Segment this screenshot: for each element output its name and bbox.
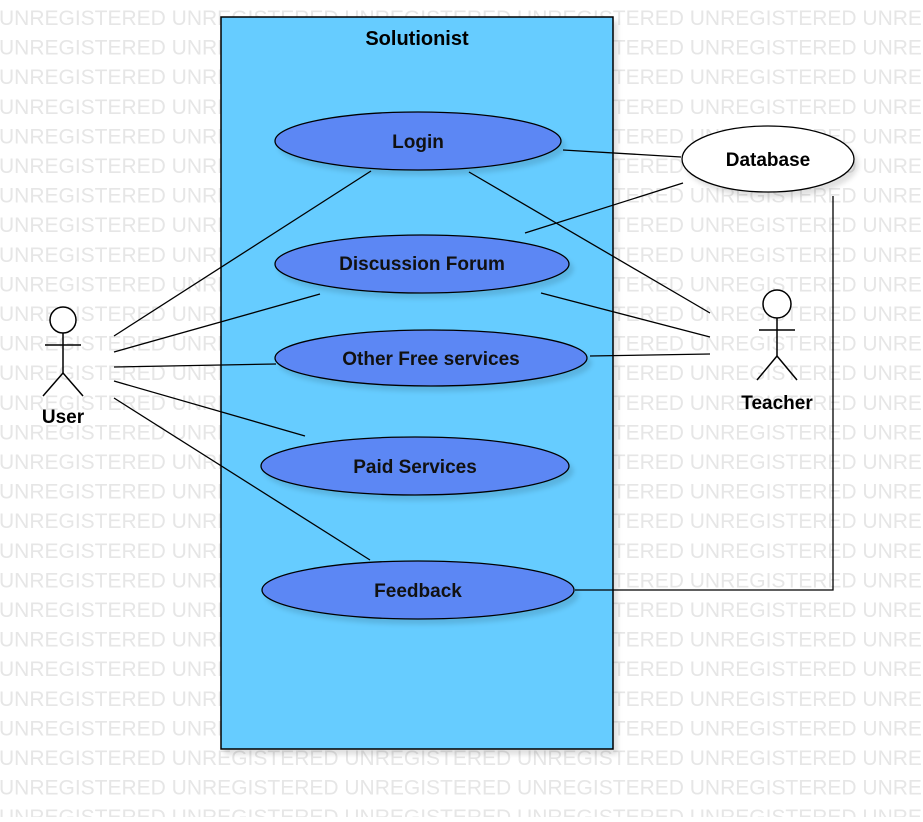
use-case-feedback-shape[interactable] [261, 560, 575, 620]
association-user-paid-services[interactable] [113, 380, 306, 437]
associations [113, 149, 834, 591]
database-label: Database [726, 150, 811, 171]
use-case-login[interactable]: Login [274, 111, 562, 171]
actor-teacher[interactable]: Teacher [741, 289, 813, 414]
actor-teacher-label: Teacher [741, 393, 813, 414]
association-discussion-forum-database[interactable] [524, 182, 684, 234]
association-login-database[interactable] [562, 149, 682, 158]
association-user-login[interactable] [113, 170, 372, 337]
database-shape[interactable] [681, 125, 855, 193]
association-user-discussion-forum[interactable] [113, 293, 321, 353]
actor-user-label: User [42, 407, 85, 428]
user-stick-figure-icon [42, 306, 84, 397]
use-case-discussion-forum-shape[interactable] [274, 234, 570, 294]
use-case-paid-services[interactable]: Paid Services [260, 436, 570, 496]
association-teacher-discussion-forum[interactable] [540, 292, 711, 338]
teacher-stick-figure-icon [756, 289, 798, 381]
use-case-discussion-forum-label: Discussion Forum [339, 254, 505, 275]
database-node[interactable]: Database [681, 125, 855, 193]
watermark-row: UNREGISTERED UNREGISTERED UNREGISTERED U… [0, 806, 923, 817]
system-title: Solutionist [365, 28, 469, 50]
association-user-other-free-services[interactable] [113, 363, 277, 368]
use-case-login-label: Login [392, 132, 444, 153]
watermark-row: UNREGISTERED UNREGISTERED UNREGISTERED U… [0, 777, 923, 800]
use-case-other-free-services-label: Other Free services [342, 349, 519, 370]
watermark-row: UNREGISTERED UNREGISTERED UNREGISTERED U… [0, 747, 923, 770]
association-teacher-login[interactable] [468, 171, 711, 314]
association-feedback-database[interactable] [575, 196, 834, 591]
use-case-paid-services-shape[interactable] [260, 436, 570, 496]
association-teacher-other-free-services[interactable] [589, 353, 711, 357]
use-case-other-free-services-shape[interactable] [274, 329, 588, 387]
use-case-paid-services-label: Paid Services [353, 457, 477, 478]
use-case-login-shape[interactable] [274, 111, 562, 171]
use-case-other-free-services[interactable]: Other Free services [274, 329, 588, 387]
use-case-feedback-label: Feedback [374, 581, 462, 602]
use-case-discussion-forum[interactable]: Discussion Forum [274, 234, 570, 294]
actor-user[interactable]: User [42, 306, 85, 428]
use-case-feedback[interactable]: Feedback [261, 560, 575, 620]
association-user-feedback[interactable] [113, 397, 371, 561]
